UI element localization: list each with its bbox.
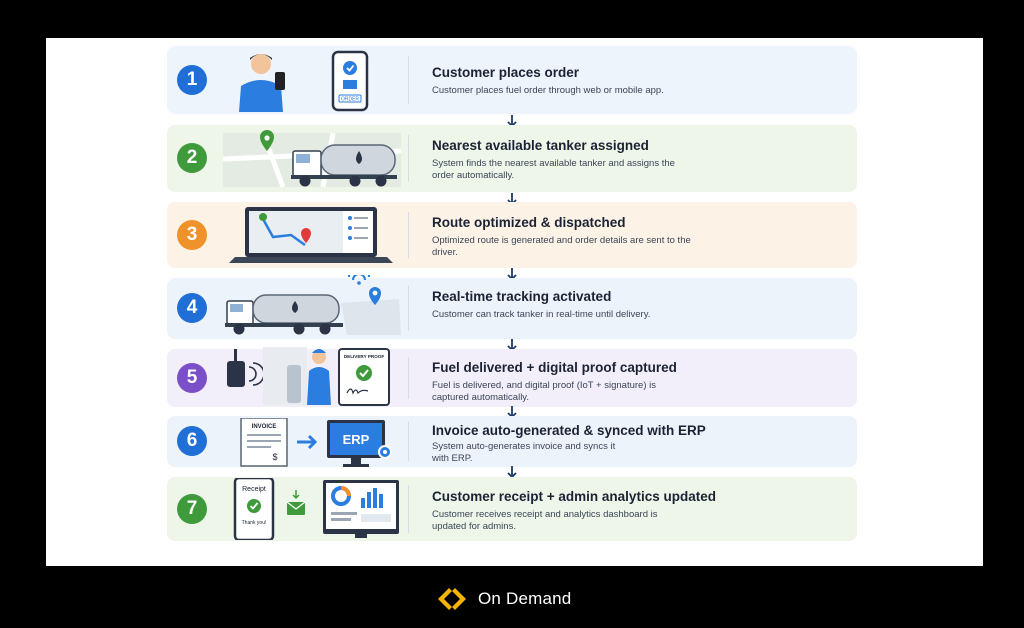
- step-5-title: Fuel delivered + digital proof captured: [432, 360, 677, 375]
- delivery-proof-illustration: DELIVERY PROOF: [227, 347, 390, 406]
- invoice-erp-illustration: INVOICE $ ERP: [240, 418, 392, 467]
- step-3: 3 Route optimized & dispatched Optimized…: [167, 202, 857, 268]
- diagram-canvas: 1 ORDER Customer places order Customer p…: [46, 38, 983, 566]
- step-5-description: Fuel is delivered, and digital proof (Io…: [432, 380, 656, 403]
- diamond-logo-icon: [438, 588, 466, 610]
- tanker-map-illustration: [223, 130, 401, 188]
- step-7-title: Customer receipt + admin analytics updat…: [432, 489, 716, 504]
- step-4-number: 4: [177, 293, 207, 323]
- order-button-text: ORDER: [341, 97, 359, 103]
- step-3-description: Optimized route is generated and order d…: [432, 235, 691, 258]
- customer-phone-illustration: ORDER: [239, 50, 369, 112]
- step-7-number: 7: [177, 494, 207, 524]
- step-6-description: System auto-generates invoice and syncs …: [432, 441, 616, 464]
- delivery-proof-text: DELIVERY PROOF: [344, 354, 385, 359]
- step-1-description: Customer places fuel order through web o…: [432, 85, 664, 96]
- thank-you-text: Thank you!: [242, 520, 267, 526]
- svg-text:$: $: [272, 452, 277, 462]
- step-5: 5 DELIVERY PROOF Fuel delivered + digita…: [167, 347, 857, 407]
- tracking-tanker-illustration: [225, 275, 401, 335]
- step-3-title: Route optimized & dispatched: [432, 215, 626, 230]
- step-2: 2 Nearest available tanker assigned Syst…: [167, 125, 857, 192]
- step-6: 6 INVOICE $ ERP Invoice auto-generated &…: [167, 416, 857, 467]
- step-3-number: 3: [177, 220, 207, 250]
- brand-name: On Demand: [478, 589, 572, 608]
- step-7: 7 Receipt Thank you! Customer receipt + …: [167, 477, 857, 541]
- step-4-description: Customer can track tanker in real-time u…: [432, 309, 651, 320]
- step-6-title: Invoice auto-generated & synced with ERP: [432, 423, 706, 438]
- step-1-number: 1: [177, 65, 207, 95]
- step-5-number: 5: [177, 363, 207, 393]
- step-2-number: 2: [177, 143, 207, 173]
- invoice-text: INVOICE: [252, 424, 277, 430]
- receipt-analytics-illustration: Receipt Thank you!: [233, 478, 399, 540]
- step-7-description: Customer receives receipt and analytics …: [432, 509, 658, 532]
- step-1: 1 ORDER Customer places order Customer p…: [167, 46, 857, 114]
- step-2-title: Nearest available tanker assigned: [432, 138, 649, 153]
- receipt-text: Receipt: [242, 486, 266, 493]
- route-laptop-illustration: [229, 207, 393, 263]
- step-1-title: Customer places order: [432, 65, 580, 80]
- step-6-number: 6: [177, 426, 207, 456]
- step-4: 4 Real-time tracking activated Customer …: [167, 275, 857, 339]
- brand-logo: On Demand: [436, 586, 571, 612]
- erp-text: ERP: [343, 432, 370, 447]
- step-2-description: System finds the nearest available tanke…: [432, 158, 675, 181]
- step-4-title: Real-time tracking activated: [432, 289, 612, 304]
